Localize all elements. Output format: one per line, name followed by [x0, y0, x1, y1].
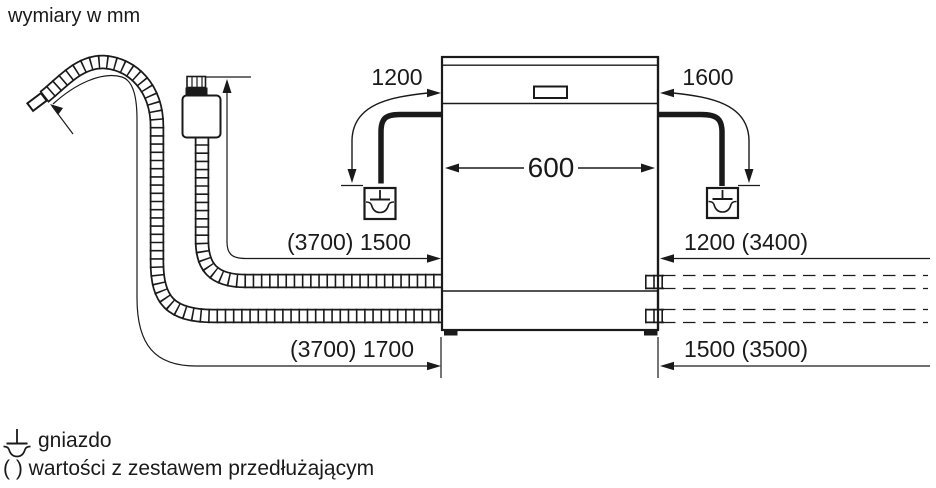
dim-label-right-top: 1200 (3400)	[683, 229, 809, 255]
power-cord-right	[658, 111, 725, 186]
supply-hose	[181, 75, 443, 289]
dim-label-supply-hose: (3700) 1500	[286, 229, 412, 255]
legend-socket-label: gniazdo	[38, 429, 112, 452]
socket-left	[363, 186, 397, 221]
socket-right	[705, 186, 740, 220]
dim-cord-right-leader	[660, 88, 760, 187]
foot-right	[644, 330, 658, 336]
dim-right-bottom-leader	[660, 361, 930, 371]
drain-hose-end-cap	[25, 91, 49, 113]
dim-cord-left-leader	[341, 88, 441, 187]
drain-hose	[25, 54, 443, 324]
dim-label-drain-hose: (3700) 1700	[289, 336, 415, 362]
dashed-hose-extensions	[663, 274, 928, 324]
legend-extension-note: ( ) wartości z zestawem przedłużającym	[3, 457, 375, 480]
door-handle	[533, 85, 568, 99]
page-title: wymiary w mm	[8, 5, 141, 27]
dim-width-arrows	[445, 163, 655, 173]
dim-drain-leader	[50, 75, 441, 371]
dim-label-right-bottom: 1500 (3500)	[683, 336, 809, 362]
right-hose-stubs	[645, 57, 664, 330]
foot-left	[444, 330, 458, 336]
dim-label-width: 600	[527, 152, 575, 183]
power-cord-left	[378, 111, 442, 184]
extension-lines	[440, 337, 659, 378]
dim-right-top-leader	[660, 254, 930, 263]
aquastop-valve	[181, 75, 222, 139]
dim-label-cord-right: 1600	[682, 64, 734, 90]
dim-label-cord-left: 1200	[371, 64, 423, 90]
dim-supply-leader	[206, 76, 441, 263]
dishwasher	[440, 55, 660, 336]
legend-socket-icon	[3, 429, 31, 458]
